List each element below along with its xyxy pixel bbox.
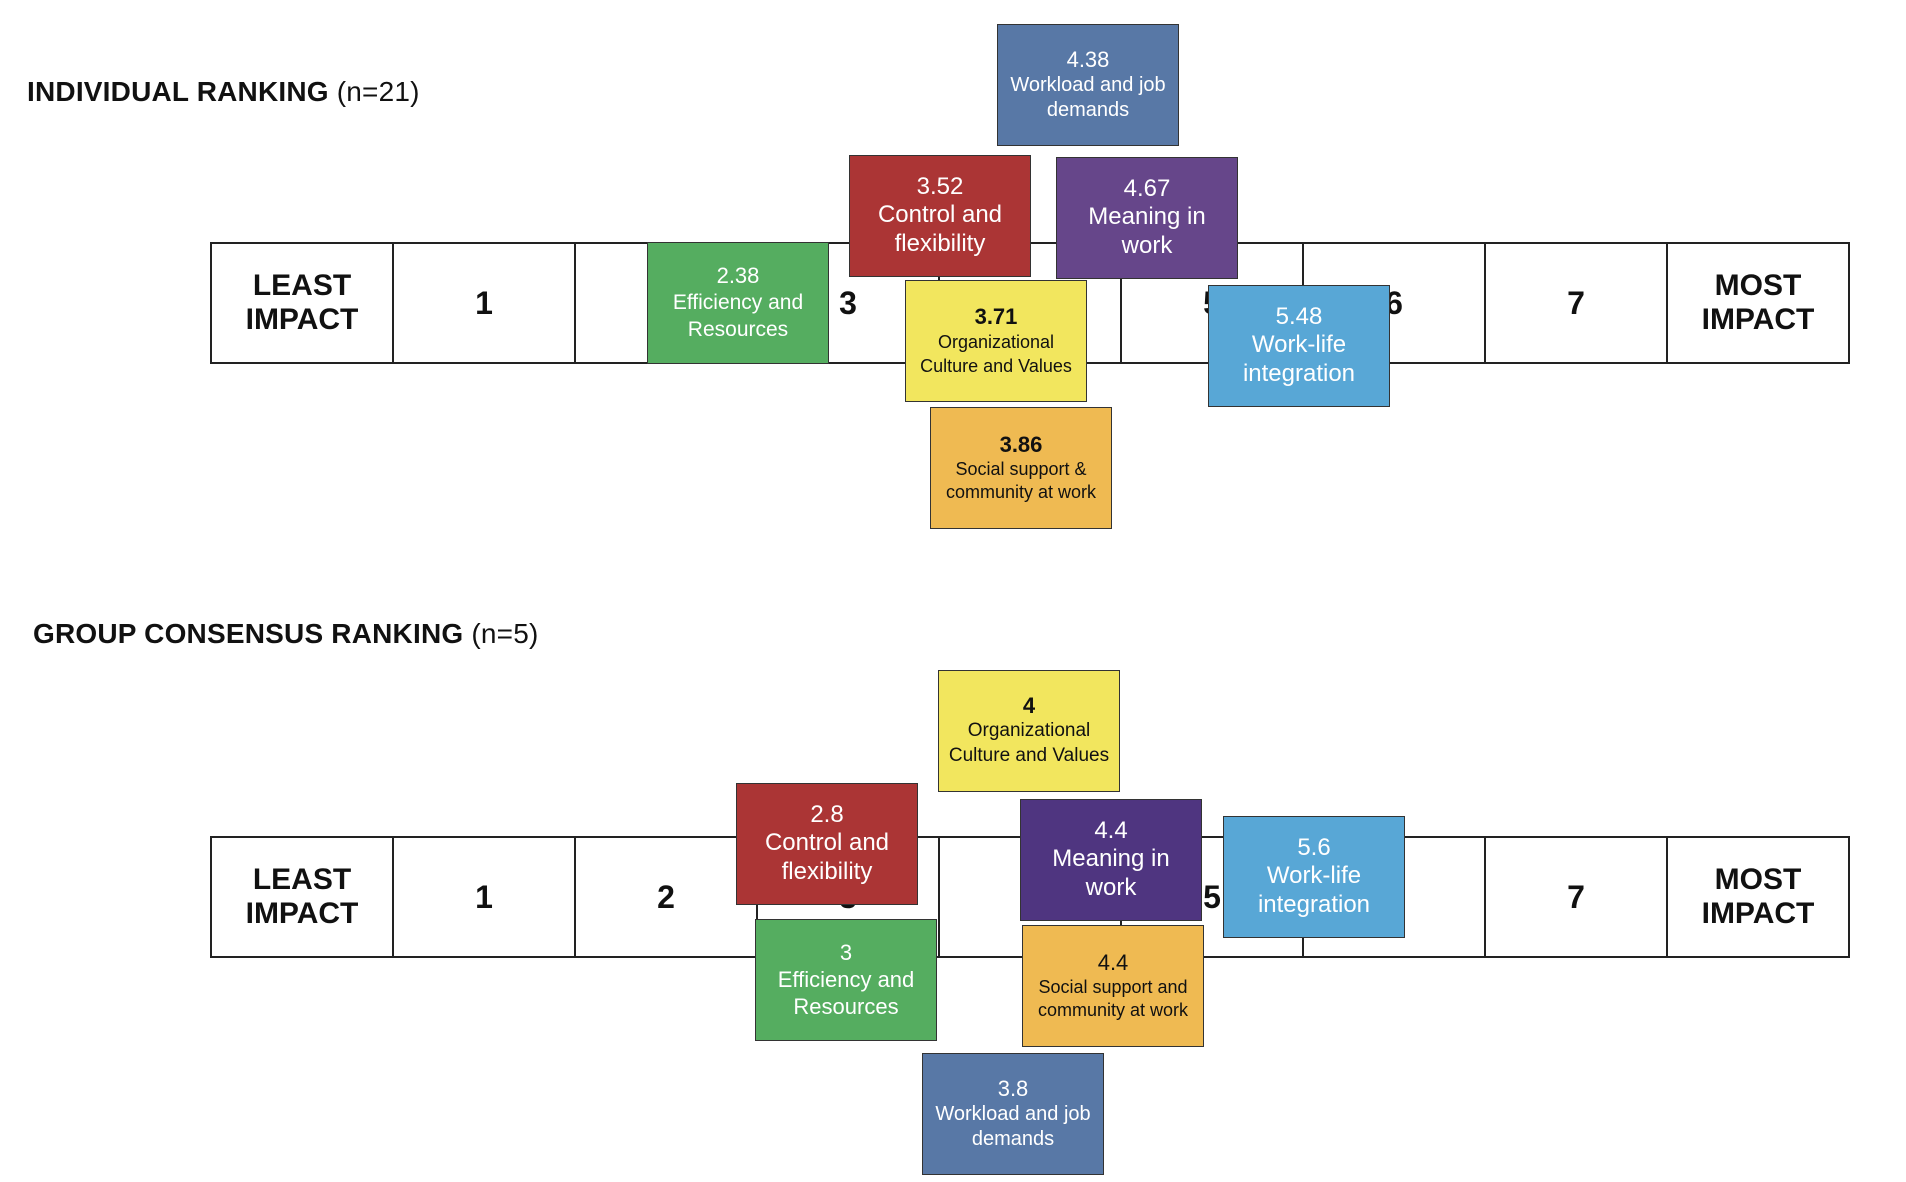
card-workload-job-demands: 3.8 Workload and job demands xyxy=(922,1053,1104,1175)
individual-title-strong: INDIVIDUAL RANKING xyxy=(27,76,329,107)
scale-cell-2: 2 xyxy=(574,836,758,958)
least-impact-cell: LEAST IMPACT xyxy=(210,242,394,364)
individual-ranking-title: INDIVIDUAL RANKING (n=21) xyxy=(27,76,420,108)
scale-cell-1: 1 xyxy=(392,836,576,958)
card-workload-job-demands: 4.38 Workload and job demands xyxy=(997,24,1179,146)
group-title-n: (n=5) xyxy=(471,618,539,649)
scale-cell-1: 1 xyxy=(392,242,576,364)
card-control-flexibility: 3.52 Control and flexibility xyxy=(849,155,1031,277)
most-impact-cell: MOST IMPACT xyxy=(1666,242,1850,364)
individual-title-n: (n=21) xyxy=(336,76,420,107)
scale-cell-7: 7 xyxy=(1484,242,1668,364)
card-control-flexibility: 2.8 Control and flexibility xyxy=(736,783,918,905)
card-organizational-culture-values: 4 Organizational Culture and Values xyxy=(938,670,1120,792)
card-efficiency-resources: 3 Efficiency and Resources xyxy=(755,919,937,1041)
least-impact-cell: LEAST IMPACT xyxy=(210,836,394,958)
card-social-support-community: 4.4 Social support and community at work xyxy=(1022,925,1204,1047)
group-ranking-title: GROUP CONSENSUS RANKING (n=5) xyxy=(33,618,539,650)
card-efficiency-resources: 2.38 Efficiency and Resources xyxy=(647,242,829,364)
scale-cell-7: 7 xyxy=(1484,836,1668,958)
card-work-life-integration: 5.48 Work-life integration xyxy=(1208,285,1390,407)
most-impact-cell: MOST IMPACT xyxy=(1666,836,1850,958)
card-social-support-community: 3.86 Social support & community at work xyxy=(930,407,1112,529)
card-meaning-in-work: 4.4 Meaning in work xyxy=(1020,799,1202,921)
card-organizational-culture-values: 3.71 Organizational Culture and Values xyxy=(905,280,1087,402)
card-meaning-in-work: 4.67 Meaning in work xyxy=(1056,157,1238,279)
group-title-strong: GROUP CONSENSUS RANKING xyxy=(33,618,464,649)
card-work-life-integration: 5.6 Work-life integration xyxy=(1223,816,1405,938)
